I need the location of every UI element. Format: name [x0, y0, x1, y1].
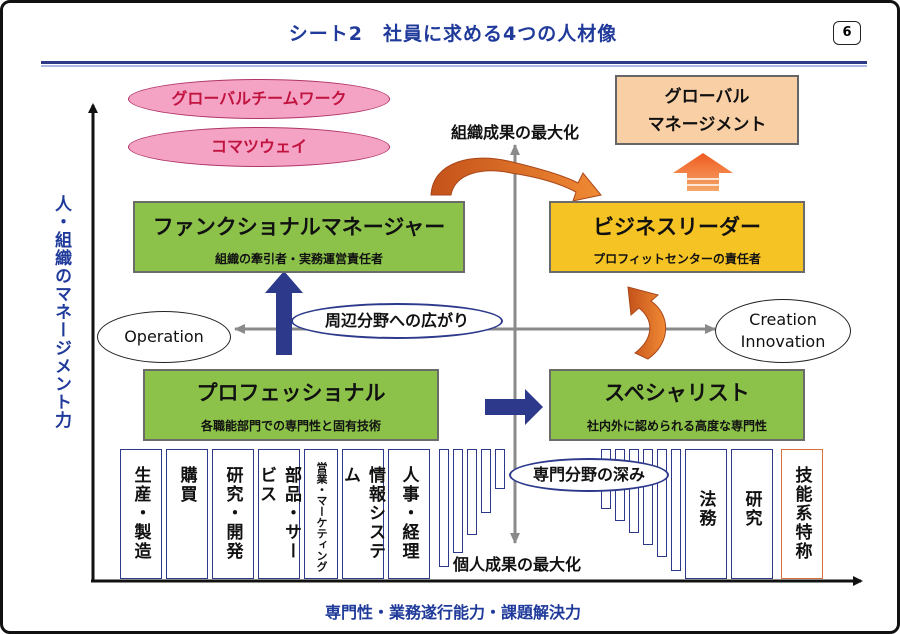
breadth-oval: 周辺分野への広がり: [291, 303, 503, 339]
specialist-box: スペシャリスト 社内外に認められる高度な専門性: [549, 369, 805, 441]
field-label: 部品・サービス: [256, 466, 301, 561]
business-leader-title: ビジネスリーダー: [593, 215, 761, 239]
field-column-information-systems: 情報システム: [340, 449, 385, 579]
page-title: シート2 社員に求める4つの人材像: [288, 23, 618, 45]
depth-stripe: [495, 449, 505, 489]
field-label: 購買: [176, 466, 197, 504]
top-axis-label: 組織成果の最大化: [427, 119, 603, 143]
operation-oval: Operation: [97, 311, 231, 363]
field-column-rnd: 研究・開発: [212, 449, 254, 579]
field-column-hr-accounting: 人事・経理: [388, 449, 430, 579]
depth-oval: 専門分野の深み: [509, 458, 669, 492]
functional-manager-subtitle: 組織の牽引者・実務運営責任者: [214, 252, 383, 266]
business-leader-subtitle: プロフィットセンターの責任者: [593, 252, 761, 266]
orange-up-arrow: [673, 153, 733, 191]
functional-manager-title: ファンクショナルマネージャー: [152, 215, 446, 239]
field-label: 情報システム: [340, 466, 385, 561]
page-number: 6: [833, 21, 861, 45]
orange-curved-arrow-top: [430, 157, 602, 202]
blue-right-arrow: [485, 389, 543, 425]
depth-stripe: [643, 449, 653, 545]
header-rule-light: [41, 65, 867, 67]
field-column-technical-skills: 技能系特称: [781, 449, 823, 579]
value-oval-komatsu-way: コマツウェイ: [128, 127, 390, 167]
field-column-parts-service: 部品・サービス: [256, 449, 301, 579]
global-management-line2: マネージメント: [647, 115, 767, 135]
field-label: 技能系特称: [791, 466, 812, 561]
field-label: 研究・開発: [222, 466, 243, 561]
specialist-subtitle: 社内外に認められる高度な専門性: [586, 419, 767, 433]
depth-stripe: [481, 449, 491, 513]
bottom-axis-label: 個人成果の最大化: [449, 551, 585, 575]
field-label: 生産・製造: [130, 466, 151, 561]
field-label: 人事・経理: [398, 466, 419, 561]
field-column-sales-marketing: 営業・マーケティング: [304, 449, 338, 579]
value-oval-global-teamwork: グローバルチームワーク: [128, 79, 390, 119]
business-leader-box: ビジネスリーダー プロフィットセンターの責任者: [549, 201, 805, 273]
field-column-research: 研究: [731, 449, 773, 579]
field-column-legal: 法務: [685, 449, 727, 579]
creation-innovation-oval: Creation Innovation: [715, 299, 851, 363]
innovation-label: Innovation: [740, 332, 826, 351]
depth-stripe: [671, 449, 681, 571]
professional-box: プロフェッショナル 各職能部門での専門性と固有技術: [143, 369, 439, 441]
global-management-line1: グローバル: [664, 87, 750, 107]
professional-subtitle: 各職能部門での専門性と固有技術: [200, 419, 381, 433]
field-column-production: 生産・製造: [120, 449, 162, 579]
diagram-arrows: [88, 103, 863, 586]
depth-stripe: [467, 449, 477, 535]
depth-stripe: [657, 449, 667, 557]
blue-up-arrow: [265, 271, 303, 355]
depth-stripe: [453, 449, 463, 553]
orange-curved-arrow-right: [627, 286, 667, 360]
depth-stripe: [629, 449, 639, 533]
field-label: 法務: [695, 490, 716, 528]
header-rule: [41, 61, 867, 64]
creation-label: Creation: [749, 310, 817, 329]
y-axis-label: 人・組織のマネージメント力: [51, 195, 71, 429]
field-column-purchasing: 購買: [166, 449, 208, 579]
professional-title: プロフェッショナル: [196, 381, 386, 405]
field-label: 営業・マーケティング: [315, 462, 328, 572]
functional-manager-box: ファンクショナルマネージャー 組織の牽引者・実務運営責任者: [133, 201, 465, 273]
specialist-title: スペシャリスト: [604, 381, 750, 405]
x-axis-label: 専門性・業務遂行能力・課題解決力: [324, 603, 581, 622]
global-management-box: グローバル マネージメント: [615, 75, 799, 145]
field-label: 研究: [741, 490, 762, 528]
depth-stripe: [439, 449, 449, 567]
